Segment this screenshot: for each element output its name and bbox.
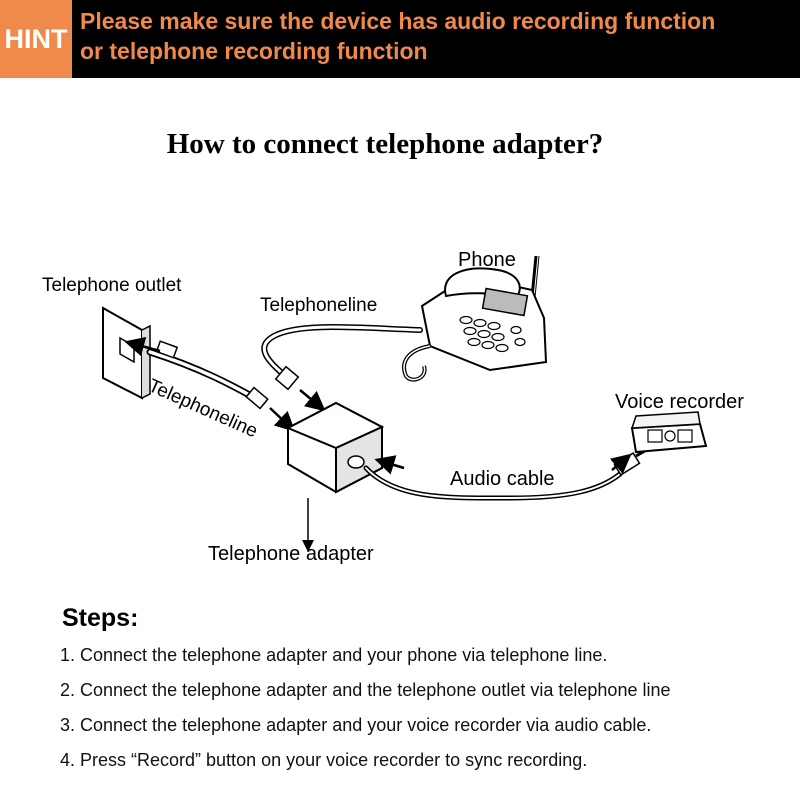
arrow-into-outlet — [124, 336, 161, 357]
arrow-into-adapter-top — [299, 389, 326, 412]
telephone-line-outlet-cable — [146, 340, 269, 410]
hint-text-line-1: Please make sure the device has audio re… — [80, 8, 716, 34]
label-telephoneline-top: Telephoneline — [260, 295, 377, 316]
step-item: 4. Press “Record” button on your voice r… — [60, 750, 588, 770]
telephone-adapter-icon — [285, 401, 385, 494]
steps-title: Steps: — [62, 604, 139, 632]
label-phone: Phone — [458, 249, 516, 271]
connection-diagram: Telephone outlet Telephoneline Phone Tel… — [42, 249, 744, 565]
label-audio-cable: Audio cable — [450, 468, 555, 490]
voice-recorder-icon — [630, 411, 708, 454]
step-item: 2. Connect the telephone adapter and the… — [60, 680, 671, 700]
step-item: 3. Connect the telephone adapter and you… — [60, 715, 652, 735]
step-item: 1. Connect the telephone adapter and you… — [60, 645, 608, 665]
arrow-into-adapter-right — [374, 455, 405, 475]
arrow-into-adapter-left — [269, 407, 296, 432]
label-voice-recorder: Voice recorder — [615, 391, 744, 413]
label-telephone-adapter: Telephone adapter — [208, 543, 374, 565]
hint-banner: HINT Please make sure the device has aud… — [0, 0, 800, 78]
page-title: How to connect telephone adapter? — [166, 128, 604, 160]
hint-text-line-2: or telephone recording function — [80, 38, 428, 64]
hint-badge: HINT — [0, 0, 72, 78]
label-telephone-outlet: Telephone outlet — [42, 275, 182, 296]
phone-icon — [402, 255, 548, 382]
telephone-line-phone-cable — [261, 324, 423, 391]
telephone-outlet-icon — [102, 306, 151, 400]
arrow-into-recorder — [609, 453, 632, 475]
label-telephoneline-diagonal: Telephoneline — [145, 375, 261, 442]
